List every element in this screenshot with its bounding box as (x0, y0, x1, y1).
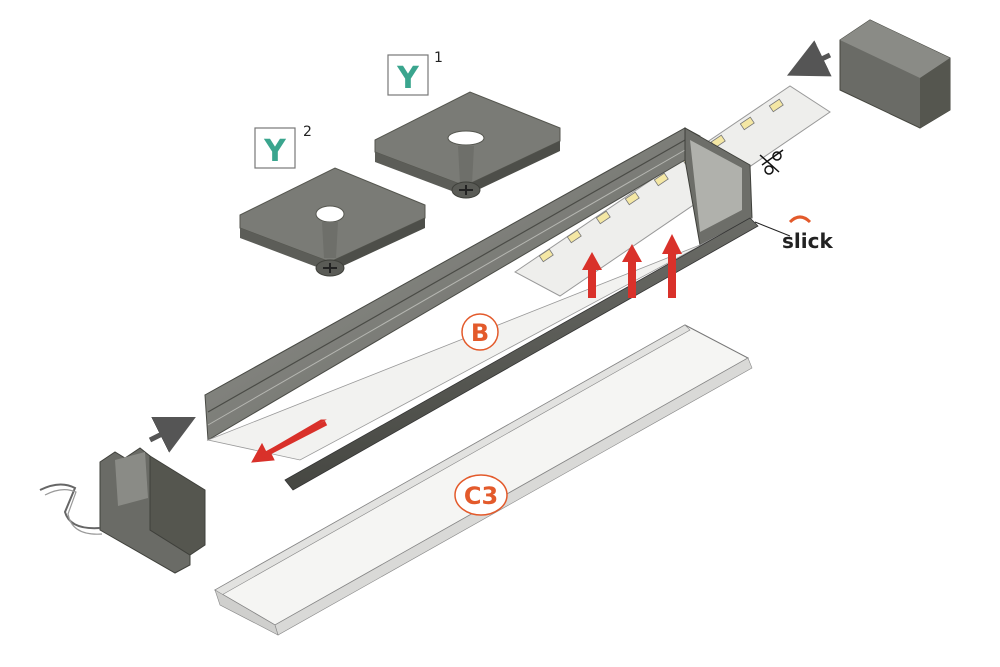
mounting-clip-y1 (374, 91, 561, 199)
diffuser-rail (284, 217, 759, 491)
mounting-clip-y2 (239, 167, 426, 277)
profile-label: B (461, 313, 499, 351)
right-end-cap (839, 19, 951, 129)
clip-y2-letter: Y (263, 134, 287, 169)
slick-text: slick (782, 229, 833, 253)
clip-y1-letter: Y (396, 61, 420, 96)
end-cap-arrow-left (148, 417, 196, 453)
clip-y2-superscript: 2 (303, 124, 312, 140)
end-cap-arrow-right (786, 40, 832, 77)
cover-label: C3 (454, 474, 508, 516)
left-end-cap (99, 447, 206, 574)
slick-tape-label: slick (754, 215, 833, 253)
clip-y1-superscript: 1 (434, 50, 443, 66)
clip-y2-label: Y 2 (254, 124, 312, 169)
red-push-arrows (582, 234, 682, 298)
profile-letter: B (471, 319, 489, 347)
power-cable (39, 483, 101, 530)
clip-y1-label: Y 1 (387, 50, 443, 96)
cover-letter: C3 (464, 482, 498, 510)
scissors-icon (759, 149, 784, 175)
